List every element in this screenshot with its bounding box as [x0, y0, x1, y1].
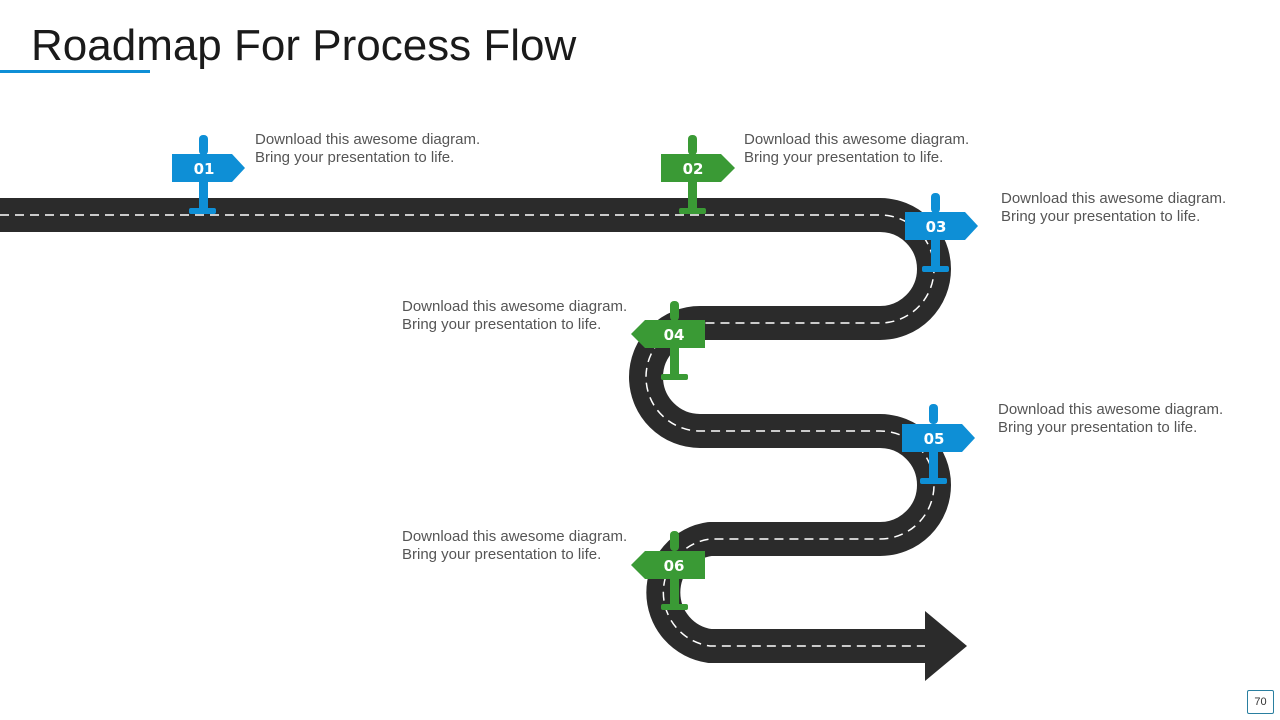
- step-description-line: Download this awesome diagram.: [255, 131, 481, 148]
- step-description-line: Download this awesome diagram.: [402, 298, 628, 315]
- signpost-post-bottom: [929, 450, 938, 480]
- step-description-line: Download this awesome diagram.: [744, 131, 970, 148]
- title-underline: [0, 70, 150, 73]
- signpost-board: [631, 320, 705, 348]
- slide-title: Roadmap For Process Flow: [31, 21, 577, 70]
- step-number-06: 06: [664, 557, 685, 575]
- signpost-base: [920, 478, 947, 484]
- step-description-line: Bring your presentation to life.: [744, 149, 944, 166]
- signpost-post-bottom: [670, 346, 679, 376]
- step-description-line: Bring your presentation to life.: [255, 149, 455, 166]
- signpost-board: [661, 154, 735, 182]
- step-description-03: Download this awesome diagram. Bring you…: [1001, 190, 1226, 226]
- signpost-post-top: [670, 531, 679, 551]
- signpost-post-bottom: [199, 180, 208, 210]
- signpost-base: [661, 604, 688, 610]
- step-description-06: Download this awesome diagram. Bring you…: [402, 528, 627, 564]
- signpost-board: [902, 424, 975, 452]
- step-number-05: 05: [924, 430, 945, 448]
- signpost-post-bottom: [670, 578, 679, 608]
- signpost-05: 05: [902, 404, 975, 484]
- signpost-post-top: [670, 301, 679, 321]
- signpost-post-top: [929, 404, 938, 424]
- signpost-board: [905, 212, 978, 240]
- step-number-02: 02: [683, 160, 704, 178]
- step-description-01: Download this awesome diagram. Bring you…: [255, 131, 480, 167]
- signpost-board: [631, 551, 705, 579]
- step-description-line: Bring your presentation to life.: [402, 546, 602, 563]
- page-number: 70: [1247, 690, 1274, 714]
- step-description-line: Download this awesome diagram.: [998, 401, 1224, 418]
- road-lane-markings: [0, 214, 935, 647]
- step-description-05: Download this awesome diagram. Bring you…: [998, 401, 1223, 437]
- signpost-post-top: [199, 135, 208, 155]
- step-description-line: Bring your presentation to life.: [402, 316, 602, 333]
- signpost-post-top: [688, 135, 697, 155]
- signpost-post-bottom: [688, 180, 697, 210]
- step-description-line: Bring your presentation to life.: [1001, 208, 1201, 225]
- signpost-post-top: [931, 193, 940, 213]
- step-description-line: Bring your presentation to life.: [998, 419, 1198, 436]
- signpost-base: [661, 374, 688, 380]
- step-description-02: Download this awesome diagram. Bring you…: [744, 131, 969, 167]
- signpost-06: 06: [631, 531, 705, 610]
- step-number-04: 04: [664, 326, 685, 344]
- step-description-line: Download this awesome diagram.: [1001, 190, 1227, 207]
- step-number-01: 01: [194, 160, 215, 178]
- road-arrow-head: [925, 611, 967, 681]
- signpost-01: 01: [172, 135, 245, 214]
- signpost-02: 02: [661, 135, 735, 214]
- signpost-base: [922, 266, 949, 272]
- signpost-04: 04: [631, 301, 705, 380]
- signpost-base: [189, 208, 216, 214]
- signpost-base: [679, 208, 706, 214]
- step-description-line: Download this awesome diagram.: [402, 528, 628, 545]
- signpost-03: 03: [905, 193, 978, 272]
- step-number-03: 03: [926, 218, 947, 236]
- signpost-post-bottom: [931, 238, 940, 268]
- signpost-board: [172, 154, 245, 182]
- step-description-04: Download this awesome diagram. Bring you…: [402, 298, 627, 334]
